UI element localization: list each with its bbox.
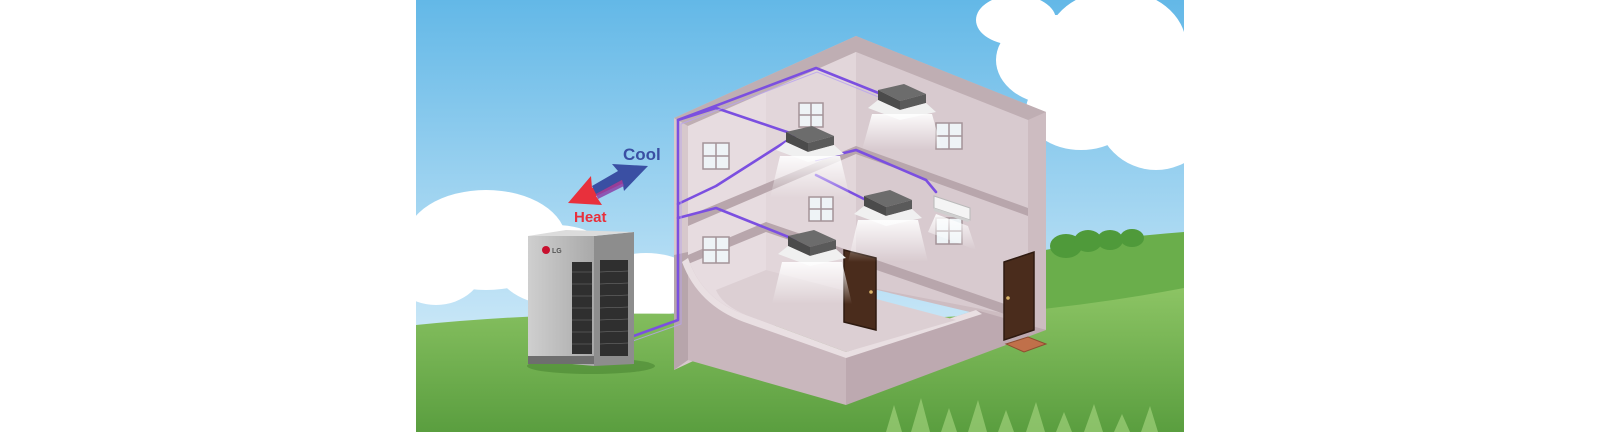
lg-logo-text: LG: [552, 248, 562, 255]
indoor-unit-mid: [848, 190, 928, 262]
indoor-unit-top-left: [770, 126, 850, 198]
refrigerant-piping: [626, 66, 938, 340]
wall-mounted-unit: [928, 195, 976, 250]
indoor-unit-top-right: [862, 84, 942, 150]
grass-tufts: [886, 398, 1158, 432]
indoor-unit-lower: [772, 230, 852, 304]
lg-logo-icon: [542, 246, 550, 254]
lg-logo: LG: [542, 246, 562, 255]
front-wall: [688, 258, 846, 405]
front-door: [1003, 250, 1035, 342]
trees: [1050, 229, 1144, 258]
refrigerant-piping-shadow: [629, 71, 887, 343]
floor-slab-upper: [688, 146, 1028, 226]
doormat: [1004, 336, 1048, 353]
floor-slab-lower: [688, 222, 1028, 318]
vrf-system-diagram: LG Cool Heat: [416, 0, 1184, 432]
heat-label: Heat: [574, 209, 607, 226]
cool-label: Cool: [623, 145, 661, 164]
front-wall-right: [846, 310, 1046, 405]
cool-heat-arrow: [568, 164, 648, 205]
cool-arrow-icon: [592, 164, 648, 194]
outdoor-unit: LG: [527, 230, 655, 374]
